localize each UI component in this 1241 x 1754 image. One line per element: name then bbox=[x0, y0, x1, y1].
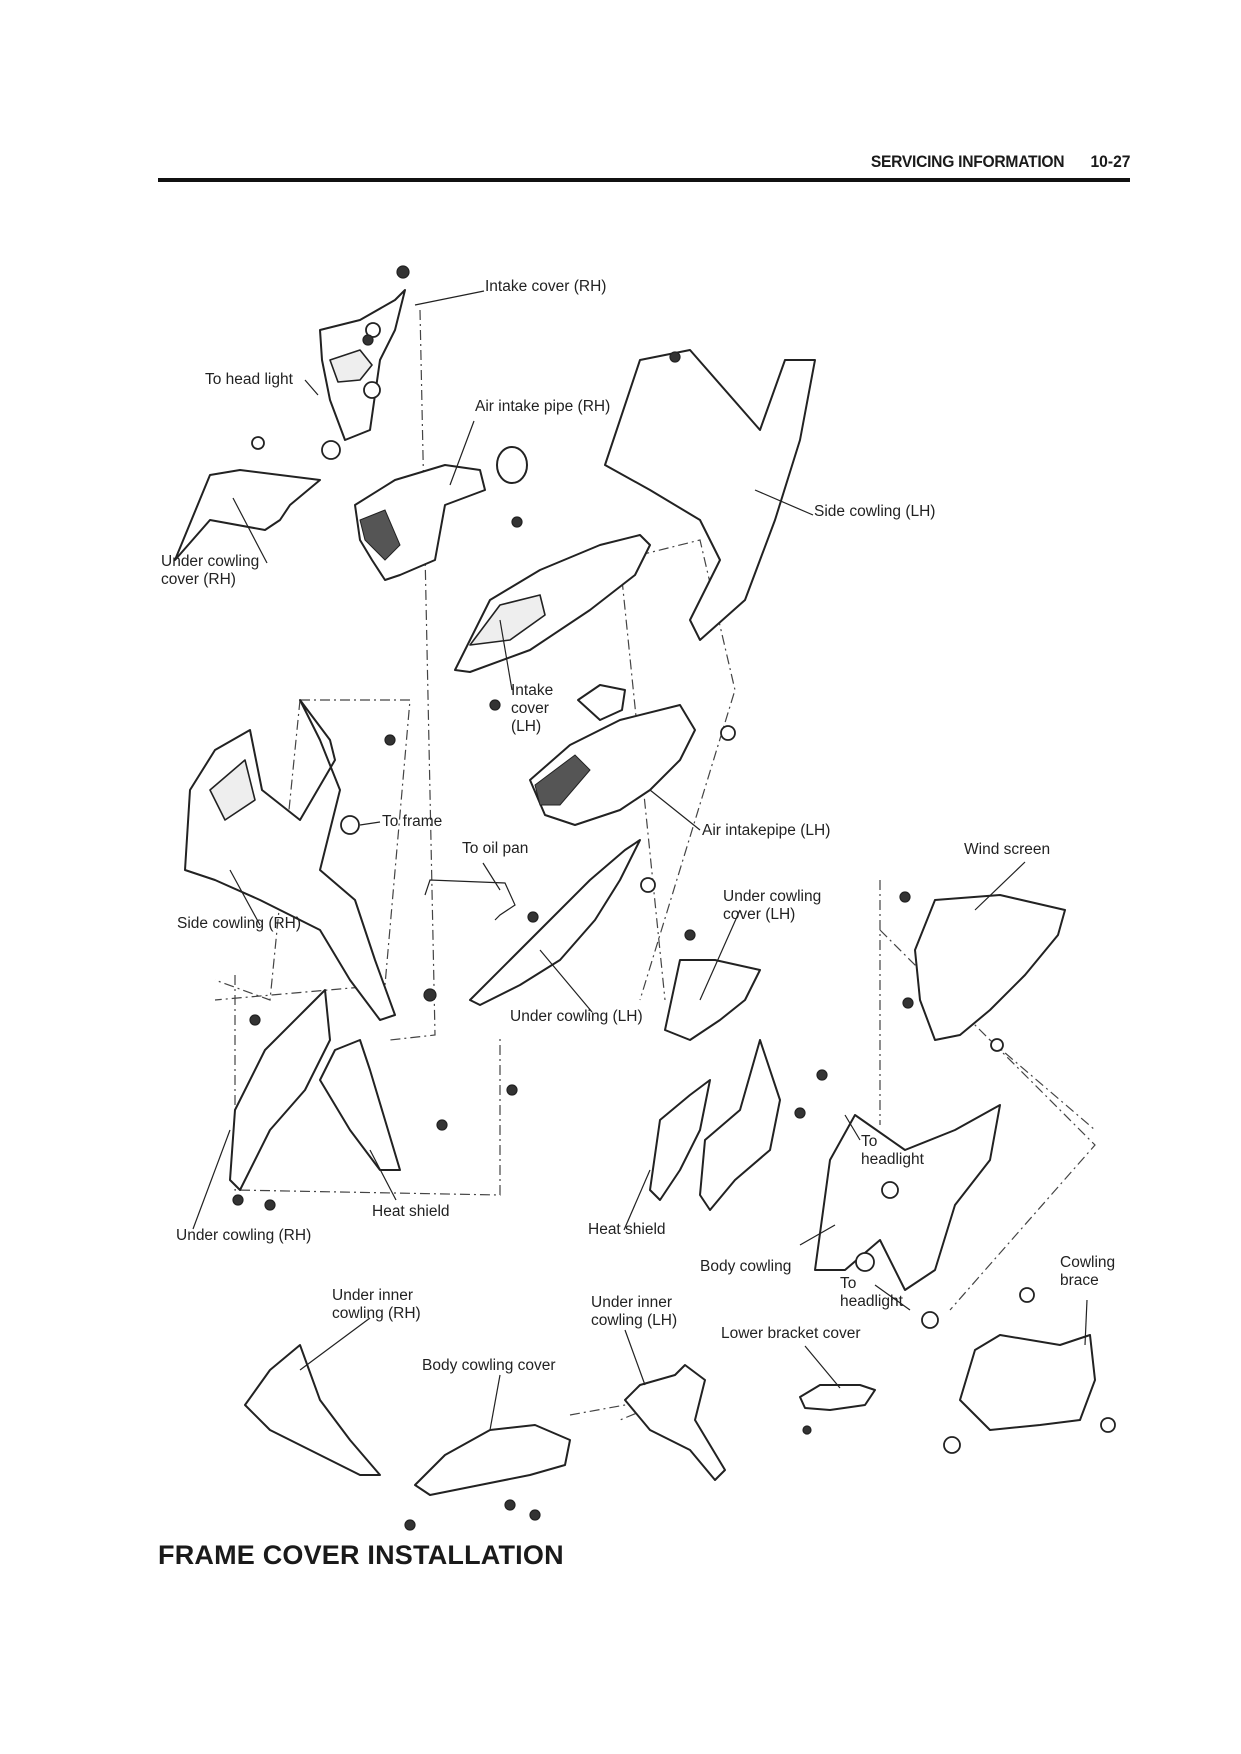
label-under-cowling-rh: Under cowling (RH) bbox=[176, 1227, 312, 1244]
label-heat-shield-right: Heat shield bbox=[588, 1221, 666, 1238]
label-air-intake-pipe-rh: Air intake pipe (RH) bbox=[475, 398, 611, 415]
label-to-oil-pan: To oil pan bbox=[462, 840, 529, 857]
lower-bracket-cover-part bbox=[799, 1384, 876, 1435]
label-intake-cover-rh: Intake cover (RH) bbox=[485, 278, 607, 295]
heat-shield-right-part bbox=[506, 1039, 781, 1211]
side-cowling-rh-part bbox=[184, 699, 396, 1021]
heat-shield-left-part bbox=[319, 1039, 448, 1171]
label-air-intake-pipe-lh: Air intakepipe (LH) bbox=[702, 822, 831, 839]
label-intake-cover-lh: Intake cover (LH) bbox=[511, 682, 554, 735]
section-heading: FRAME COVER INSTALLATION bbox=[158, 1540, 564, 1570]
leader-lines bbox=[192, 290, 1088, 1431]
label-side-cowling-lh: Side cowling (LH) bbox=[814, 503, 936, 520]
label-under-cowling-cover-lh: Under cowling cover (LH) bbox=[723, 888, 822, 923]
label-under-cowling-cover-rh: Under cowling cover (RH) bbox=[161, 553, 260, 588]
page-header: SERVICING INFORMATION 10-27 bbox=[158, 150, 1130, 182]
label-to-head-light: To head light bbox=[205, 371, 293, 388]
label-cowling-brace: Cowling brace bbox=[1060, 1254, 1116, 1289]
cowling-brace-part bbox=[921, 1287, 1116, 1454]
label-wind-screen: Wind screen bbox=[964, 841, 1051, 858]
under-cowling-cover-lh-part bbox=[664, 929, 761, 1041]
label-to-headlight-lower: To headlight bbox=[840, 1275, 903, 1310]
under-cowling-cover-rh-part bbox=[174, 436, 321, 561]
under-cowling-lh-part bbox=[423, 839, 656, 1006]
header-page-number: 10-27 bbox=[1089, 152, 1130, 171]
under-inner-cowling-lh-part bbox=[624, 1364, 726, 1481]
air-intake-pipe-lh-part bbox=[529, 684, 736, 826]
under-inner-cowling-rh-part bbox=[244, 1344, 381, 1476]
air-intake-pipe-rh-part bbox=[354, 446, 528, 581]
label-body-cowling-cover: Body cowling cover bbox=[422, 1357, 556, 1374]
body-cowling-part bbox=[794, 1069, 1001, 1291]
label-side-cowling-rh: Side cowling (RH) bbox=[177, 915, 302, 932]
label-under-inner-cowling-lh: Under inner cowling (LH) bbox=[591, 1294, 678, 1329]
label-body-cowling: Body cowling bbox=[700, 1258, 792, 1275]
body-cowling-cover-part bbox=[404, 1424, 571, 1531]
label-to-frame: To frame bbox=[382, 813, 443, 830]
intake-cover-rh-part bbox=[319, 265, 410, 460]
label-under-cowling-lh: Under cowling (LH) bbox=[510, 1008, 643, 1025]
header-section-title: SERVICING INFORMATION bbox=[870, 152, 1065, 171]
oil-pan-bracket-part bbox=[424, 879, 539, 923]
label-heat-shield-left: Heat shield bbox=[372, 1203, 450, 1220]
side-cowling-lh-part bbox=[604, 349, 816, 641]
wind-screen-part bbox=[899, 891, 1066, 1052]
label-under-inner-cowling-rh: Under inner cowling (RH) bbox=[332, 1287, 421, 1322]
label-lower-bracket-cover: Lower bracket cover bbox=[721, 1325, 861, 1342]
under-cowling-rh-part bbox=[229, 989, 331, 1211]
label-to-headlight-upper: To headlight bbox=[861, 1133, 924, 1168]
